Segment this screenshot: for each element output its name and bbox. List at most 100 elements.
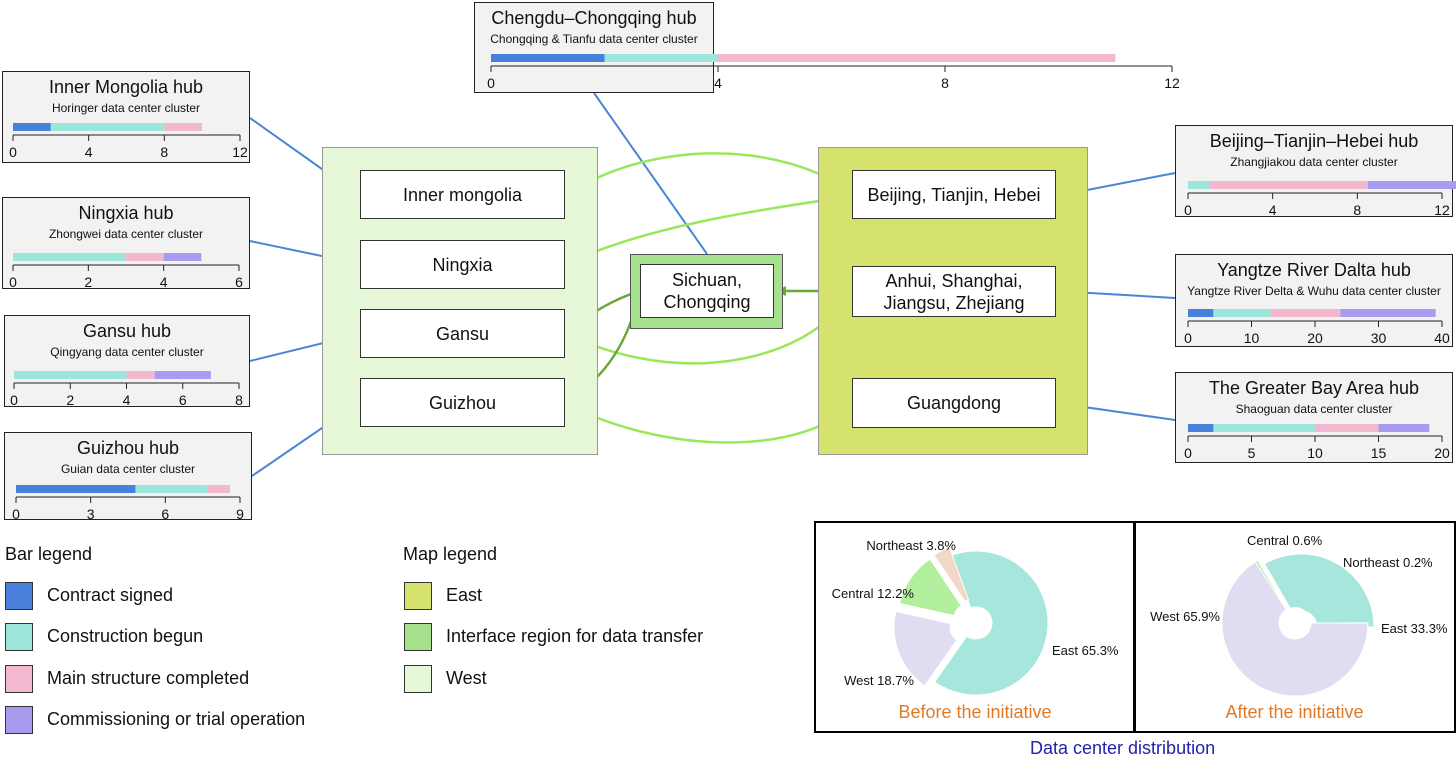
node-label-line-1: Sichuan,	[671, 270, 743, 290]
node-label-line-1: Anhui, Shanghai,	[885, 270, 1023, 291]
node-ningxia: Ningxia	[360, 240, 565, 289]
bar-tick-label: 4	[160, 274, 168, 290]
arrow-bth-to-inner-mongolia	[566, 152, 853, 196]
bar-segment-commissioning	[1378, 424, 1430, 432]
legend-swatch-interface	[404, 623, 432, 651]
bar-tick-label: 40	[1434, 330, 1450, 346]
node-yangtze-delta: Anhui, Shanghai, Jiangsu, Zhejiang	[852, 266, 1056, 317]
bar-tick-label: 0	[9, 274, 17, 290]
bar-tick-label: 4	[1269, 202, 1277, 218]
bar-segment-commissioning	[154, 371, 211, 379]
pie-slice-before-3	[933, 546, 970, 603]
bar-tick-label: 8	[235, 392, 243, 408]
bar-tick-label: 4	[714, 75, 722, 91]
bar-segment-contract-signed	[1188, 309, 1214, 317]
bar-tick-label: 12	[1434, 202, 1450, 218]
bar-segment-construction-begun	[1213, 309, 1271, 317]
pie-slice-before-2	[899, 558, 962, 617]
hub-subtitle: Chongqing & Tianfu data center cluster	[490, 32, 698, 46]
node-label: Gansu	[435, 323, 490, 344]
node-guizhou: Guizhou	[360, 378, 565, 427]
node-inner-mongolia: Inner mongolia	[360, 170, 565, 219]
bar-tick-label: 10	[1244, 330, 1260, 346]
bar-tick-label: 0	[12, 506, 20, 522]
node-label: Ningxia	[432, 254, 493, 275]
bar-tick-label: 3	[87, 506, 95, 522]
node-guangdong: Guangdong	[852, 378, 1056, 428]
bar-segment-construction-begun	[13, 253, 126, 261]
legend-swatch-main-structure-completed	[5, 665, 33, 693]
map-legend-title: Map legend	[403, 544, 498, 564]
hub-gansu: Gansu hub Qingyang data center cluster 0…	[4, 315, 250, 408]
arrow-bth-to-ningxia	[566, 194, 853, 265]
bar-tick-label: 2	[84, 274, 92, 290]
hub-title: Ningxia hub	[78, 203, 174, 223]
legend-label: Commissioning or trial operation	[47, 709, 306, 729]
bar-segment-main-structure	[207, 485, 231, 493]
hub-inner-mongolia: Inner Mongolia hub Horinger data center …	[2, 71, 250, 163]
bar-segment-construction-begun	[1188, 181, 1210, 189]
bar-segment-main-structure	[1209, 181, 1368, 189]
bar-tick-label: 30	[1371, 330, 1387, 346]
hub-subtitle: Zhangjiakou data center cluster	[1230, 155, 1398, 169]
legend-label: Main structure completed	[47, 668, 250, 688]
distribution-title: Data center distribution	[1030, 738, 1216, 758]
bar-tick-label: 6	[235, 274, 243, 290]
pie-label: East 65.3%	[1052, 643, 1119, 658]
node-beijing-tianjin-hebei: Beijing, Tianjin, Hebei	[852, 170, 1056, 219]
pie-panel-after: East 33.3%West 65.9%Central 0.6%Northeas…	[1133, 521, 1456, 733]
pie-caption-before: Before the initiative	[898, 702, 1052, 722]
bar-legend-title: Bar legend	[5, 544, 93, 564]
legend-swatch-commissioning	[5, 706, 33, 734]
bar-tick-label: 0	[10, 392, 18, 408]
node-gansu: Gansu	[360, 309, 565, 358]
hub-title: The Greater Bay Area hub	[1208, 378, 1420, 398]
bar-tick-label: 0	[1184, 445, 1192, 461]
pie-label: Central 0.6%	[1247, 533, 1323, 548]
hub-title: Beijing–Tianjin–Hebei hub	[1209, 131, 1419, 151]
legend-swatch-construction-begun	[5, 623, 33, 651]
node-sichuan-chongqing: Sichuan, Chongqing	[640, 264, 774, 318]
hub-greater-bay-area: The Greater Bay Area hub Shaoguan data c…	[1175, 372, 1453, 463]
pie-label: Northeast 0.2%	[1343, 555, 1433, 570]
hub-subtitle: Zhongwei data center cluster	[48, 227, 204, 241]
hub-progress-chart: 0 2 4 6	[9, 253, 243, 290]
hub-subtitle: Horinger data center cluster	[51, 101, 201, 115]
bar-tick-label: 12	[232, 144, 248, 160]
bar-tick-label: 4	[85, 144, 93, 160]
bar-tick-label: 9	[236, 506, 244, 522]
bar-tick-label: 0	[487, 75, 495, 91]
pie-label: West 18.7%	[844, 673, 914, 688]
hub-title: Inner Mongolia hub	[48, 77, 204, 97]
hub-ningxia: Ningxia hub Zhongwei data center cluster…	[2, 197, 250, 290]
hub-chengdu-chongqing: Chengdu–Chongqing hub Chongqing & Tianfu…	[474, 2, 1180, 93]
hub-title: Chengdu–Chongqing hub	[491, 8, 697, 28]
bar-tick-label: 15	[1371, 445, 1387, 461]
legend-label: Interface region for data transfer	[446, 626, 704, 646]
pie-hole	[960, 607, 992, 639]
bar-tick-label: 8	[1353, 202, 1361, 218]
bar-tick-label: 10	[1307, 445, 1323, 461]
arrow-guangdong-to-guizhou	[566, 403, 853, 444]
bar-segment-contract-signed	[13, 123, 51, 131]
bar-segment-main-structure	[126, 371, 155, 379]
hub-beijing-tianjin-hebei: Beijing–Tianjin–Hebei hub Zhangjiakou da…	[1175, 125, 1456, 218]
pie-label: East 33.3%	[1381, 621, 1448, 636]
node-label-line-2: Jiangsu, Zhejiang	[883, 292, 1025, 313]
pie-chart-after: East 33.3%West 65.9%Central 0.6%Northeas…	[1150, 533, 1448, 697]
bar-segment-main-structure	[718, 54, 1116, 62]
hub-subtitle: Yangtze River Delta & Wuhu data center c…	[1187, 284, 1441, 298]
legend-label: Contract signed	[47, 585, 174, 605]
node-label: Inner mongolia	[402, 184, 523, 205]
bar-segment-contract-signed	[491, 54, 605, 62]
node-label-line-2: Chongqing	[663, 292, 751, 312]
legend-swatch-east	[404, 582, 432, 610]
bar-tick-label: 20	[1434, 445, 1450, 461]
bar-segment-construction-begun	[14, 371, 127, 379]
